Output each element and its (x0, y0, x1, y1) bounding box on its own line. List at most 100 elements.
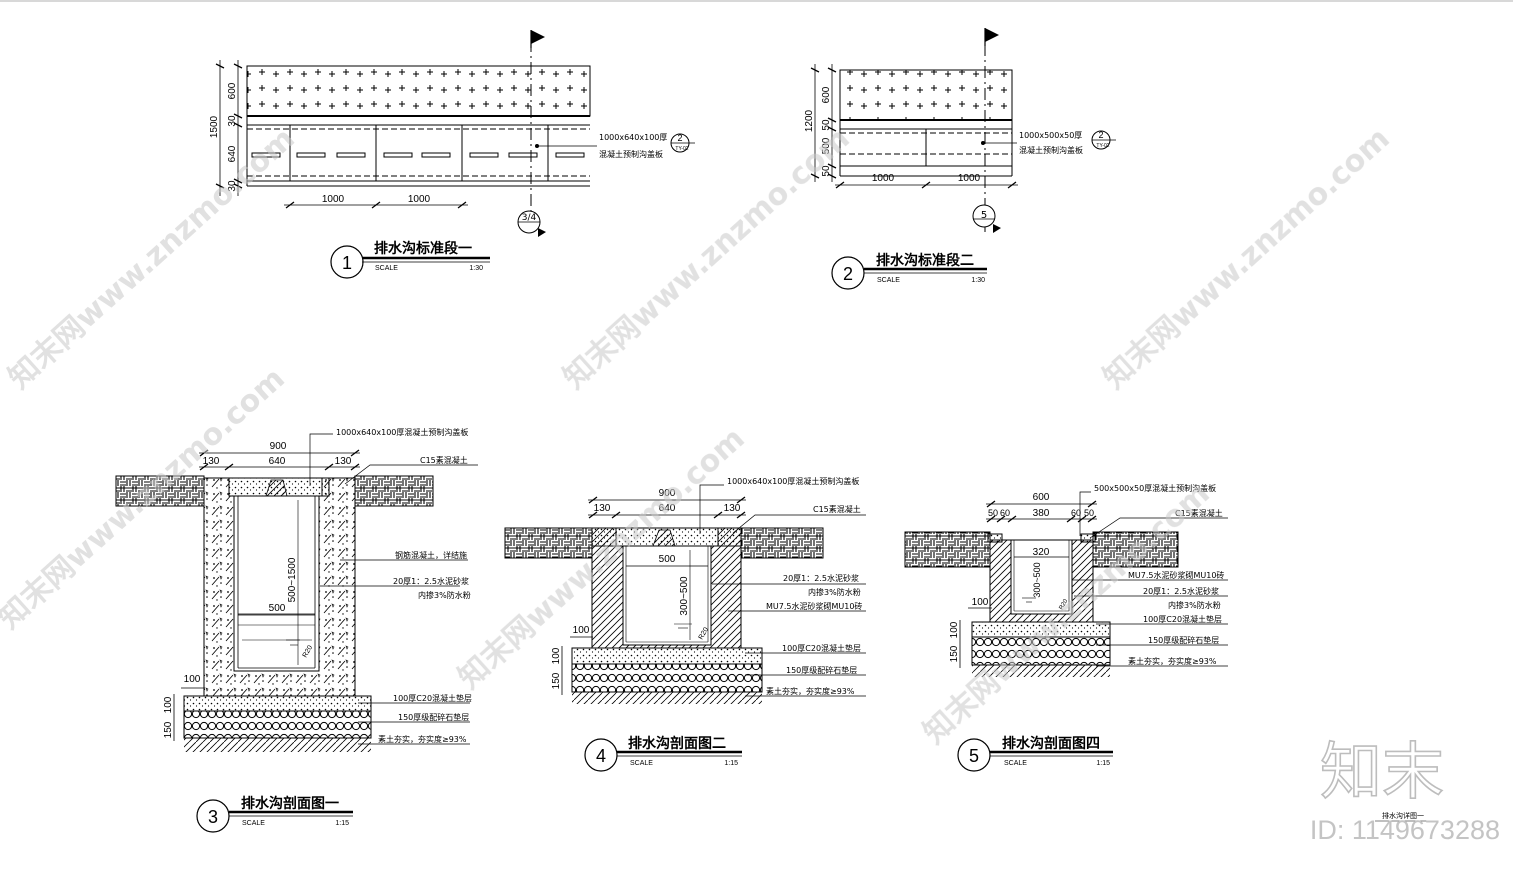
scale-label: SCALE (375, 265, 398, 272)
dim: 50 (1084, 508, 1094, 518)
note: MU7.5水泥砂浆砌MU10砖 (766, 601, 862, 611)
dim: 150 (551, 672, 562, 689)
watermark: 知末网www.znzmo.com (2, 121, 302, 396)
dim: 60 (1000, 508, 1010, 518)
dim: 300~500 (679, 576, 690, 616)
paving-right (354, 475, 434, 507)
dim: 60 (1071, 508, 1081, 518)
ref-sheet: TY-02 (1096, 143, 1109, 149)
detail-title: 排水沟剖面图二 (628, 735, 726, 752)
dim: 500 (821, 137, 832, 154)
note: C15素混凝土 (420, 455, 468, 465)
note: 500x500x50厚混凝土预制沟盖板 (1094, 483, 1216, 493)
scale-value: 1:30 (971, 277, 985, 284)
dim: 100 (551, 647, 562, 664)
scale-label: SCALE (630, 760, 653, 767)
detail-2-plan: 5 1200 600 50 500 50 1000 1000 1000x500x… (804, 28, 1116, 290)
note: 150厚级配碎石垫层 (786, 665, 857, 675)
note: 100厚C20混凝土垫层 (393, 693, 472, 703)
dim: 600 (227, 82, 238, 99)
arrow-icon (538, 228, 546, 237)
callout-text: 1000x640x100厚 (599, 133, 667, 142)
detail-number: 2 (843, 264, 853, 284)
c20-cushion (183, 695, 372, 712)
detail-number: 5 (969, 746, 979, 766)
detail-number: 1 (342, 253, 352, 273)
detail-title: 排水沟标准段二 (876, 252, 974, 269)
note: 1000x640x100厚混凝土预制沟盖板 (727, 476, 859, 486)
dim: 600 (1033, 492, 1050, 503)
dim: 1000 (408, 194, 431, 205)
planting-zone (246, 65, 591, 117)
paving-left (904, 531, 991, 568)
note: MU7.5水泥砂浆砌MU10砖 (1128, 570, 1224, 580)
dim: 130 (724, 503, 741, 514)
callout-text: 混凝土预制沟盖板 (1019, 145, 1083, 155)
scale-label: SCALE (1004, 760, 1027, 767)
brand-logo: 知末 (1320, 735, 1444, 808)
note: C15素混凝土 (813, 504, 861, 514)
detail-number-circle (957, 738, 991, 772)
paving-right (740, 527, 824, 559)
detail-3-section: R20 900 130 640 130 500 500~1500 100 100… (115, 427, 478, 833)
dim: 100 (184, 674, 201, 685)
flag-icon (985, 28, 999, 42)
callout-text: 混凝土预制沟盖板 (599, 149, 663, 159)
note: 素土夯实，夯实度≥93% (378, 734, 467, 744)
dim: 130 (594, 503, 611, 514)
cover-slots (251, 152, 585, 158)
detail-number: 4 (596, 746, 606, 766)
rammed-soil (184, 738, 371, 752)
dim: 1000 (958, 173, 981, 184)
note: 150厚级配碎石垫层 (398, 712, 469, 722)
dim: 320 (1033, 547, 1050, 558)
dim: 30 (227, 180, 238, 192)
dim: 50 (821, 165, 832, 177)
ref-sheet: TY-02 (675, 146, 688, 152)
paving-left (115, 475, 205, 507)
note: 100厚C20混凝土垫层 (782, 643, 861, 653)
note: 内掺3%防水粉 (418, 590, 471, 600)
gravel-cushion (971, 636, 1111, 666)
paving-right (1092, 531, 1179, 568)
note: 100厚C20混凝土垫层 (1143, 614, 1222, 624)
note: 素土夯实，夯实度≥93% (766, 686, 855, 696)
scale-value: 1:15 (1096, 760, 1110, 767)
dim: 1000 (322, 194, 345, 205)
note: 素土夯实，夯实度≥93% (1128, 656, 1217, 666)
detail-number: 3 (208, 807, 218, 827)
rammed-soil (572, 692, 762, 704)
c20-cushion (571, 647, 763, 665)
section-marker-label: 3/4 (522, 213, 537, 223)
dim: 100 (163, 696, 174, 713)
callout-text: 1000x500x50厚 (1019, 131, 1082, 140)
detail-title: 排水沟剖面图一 (241, 795, 339, 812)
rammed-soil (972, 665, 1110, 677)
dim: 600 (821, 86, 832, 103)
ref-num: 2 (677, 133, 682, 143)
dim: 500 (659, 554, 676, 565)
dim: 100 (949, 621, 960, 638)
note: 1000x640x100厚混凝土预制沟盖板 (336, 427, 468, 437)
note: 150厚级配碎石垫层 (1148, 635, 1219, 645)
scale-value: 1:15 (335, 820, 349, 827)
drawing-title: 排水沟详图一 (1382, 811, 1424, 820)
watermark: 知末网www.znzmo.com (1097, 121, 1397, 396)
dim: 100 (972, 597, 989, 608)
dim: 640 (659, 503, 676, 514)
svg-text:R20: R20 (1059, 598, 1070, 611)
scale-label: SCALE (877, 277, 900, 284)
detail-4-section: R20 900 130 640 130 500 300~500 100 100 … (504, 476, 866, 772)
detail-5-section: R20 600 50 60 380 60 50 320 300~500 100 … (904, 483, 1228, 772)
watermark: 知末网www.znzmo.com (917, 476, 1217, 751)
scale-value: 1:30 (469, 265, 483, 272)
dim: 300~500 (1032, 562, 1042, 597)
dim: 100 (573, 625, 590, 636)
dim: 50 (821, 119, 832, 131)
dim: 380 (1033, 508, 1050, 519)
dim: 640 (269, 456, 286, 467)
note: 20厚1：2.5水泥砂浆 (393, 576, 469, 586)
note: 20厚1：2.5水泥砂浆 (1143, 586, 1219, 596)
dim: 130 (203, 456, 220, 467)
detail-number-circle (584, 738, 618, 772)
